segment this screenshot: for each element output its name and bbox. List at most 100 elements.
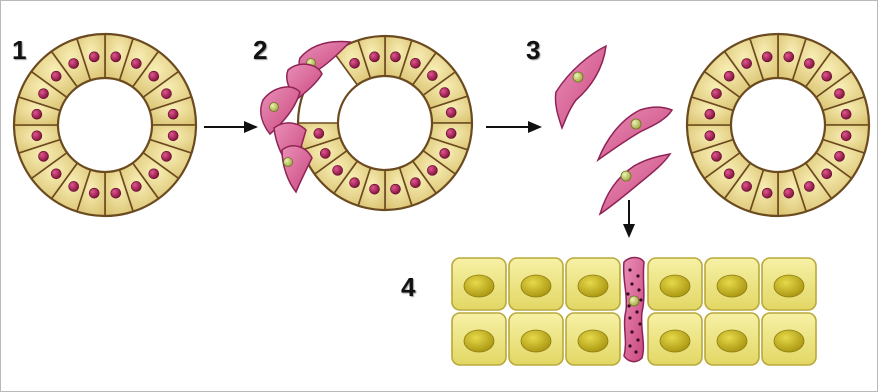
epithelial-nucleus <box>350 58 360 68</box>
epithelial-nucleus <box>804 181 814 191</box>
epithelial-nucleus <box>32 109 42 119</box>
epithelial-nucleus <box>762 52 772 62</box>
invading-mesenchymal-cell <box>624 258 644 362</box>
mesenchymal-cell <box>598 107 672 160</box>
tissue-nucleus <box>774 330 804 352</box>
granule-dot <box>626 292 629 295</box>
granule-dot <box>628 268 631 271</box>
epithelial-nucleus <box>804 59 814 69</box>
epithelial-nucleus <box>724 169 734 179</box>
epithelial-nucleus <box>410 178 420 188</box>
epithelial-ring-step-1 <box>14 34 196 216</box>
down-arrow-icon <box>623 200 635 238</box>
epithelial-nucleus <box>131 181 141 191</box>
tissue-nucleus <box>464 330 494 352</box>
epithelial-nucleus <box>89 52 99 62</box>
tissue-nucleus <box>578 275 608 297</box>
tissue-nucleus <box>660 330 690 352</box>
mesenchymal-nucleus <box>629 296 639 306</box>
tissue-nucleus <box>578 330 608 352</box>
epithelial-nucleus <box>446 128 456 138</box>
granule-dot <box>634 350 637 353</box>
epithelial-nucleus <box>168 131 178 141</box>
epithelial-nucleus <box>149 169 159 179</box>
step-label-4: 4 <box>401 274 415 300</box>
mesenchymal-nucleus <box>621 171 631 181</box>
tissue-nucleus <box>660 275 690 297</box>
mesenchymal-cell <box>555 46 606 128</box>
granule-dot <box>628 344 631 347</box>
tissue-nucleus <box>464 275 494 297</box>
epithelial-nucleus <box>390 52 400 62</box>
mesenchymal-nucleus <box>270 103 279 112</box>
epithelial-nucleus <box>168 109 178 119</box>
epithelial-nucleus <box>51 169 61 179</box>
tissue-nucleus <box>717 275 747 297</box>
epithelial-nucleus <box>161 89 171 99</box>
granule-dot <box>627 304 630 307</box>
epithelial-nucleus <box>111 52 121 62</box>
epithelial-nucleus <box>841 109 851 119</box>
epithelial-nucleus <box>822 169 832 179</box>
epithelial-nucleus <box>370 52 380 62</box>
epithelial-nucleus <box>742 181 752 191</box>
mesenchymal-nucleus <box>631 119 641 129</box>
epithelial-nucleus <box>111 188 121 198</box>
ring-lumen <box>58 78 152 172</box>
epithelial-nucleus <box>834 151 844 161</box>
epithelial-nucleus <box>69 59 79 69</box>
right-arrow-icon <box>486 121 542 133</box>
granule-dot <box>638 322 641 325</box>
ring-lumen <box>338 76 432 170</box>
granule-dot <box>637 288 640 291</box>
epithelial-nucleus <box>712 151 722 161</box>
epithelial-nucleus <box>320 148 330 158</box>
tissue-nucleus <box>521 330 551 352</box>
epithelial-nucleus <box>69 181 79 191</box>
epithelial-nucleus <box>51 71 61 81</box>
granule-dot <box>628 316 631 319</box>
migrating-mesenchymal-cells <box>555 46 672 214</box>
epithelial-nucleus <box>440 148 450 158</box>
right-arrow-icon <box>204 121 258 133</box>
epithelial-nucleus <box>390 184 400 194</box>
epithelial-nucleus <box>784 188 794 198</box>
epithelial-nucleus <box>39 89 49 99</box>
epithelial-nucleus <box>822 71 832 81</box>
granule-dot <box>636 274 639 277</box>
step-label-2: 2 <box>253 37 267 63</box>
epithelial-nucleus <box>39 151 49 161</box>
epithelial-nucleus <box>350 178 360 188</box>
epithelial-nucleus <box>784 52 794 62</box>
granule-dot <box>630 282 633 285</box>
epithelial-nucleus <box>32 131 42 141</box>
epithelial-nucleus <box>705 109 715 119</box>
tissue-nucleus <box>774 275 804 297</box>
epithelial-nucleus <box>427 71 437 81</box>
epithelial-nucleus <box>161 151 171 161</box>
granule-dot <box>630 330 633 333</box>
epithelial-nucleus <box>314 128 324 138</box>
mesenchymal-nucleus <box>573 72 583 82</box>
mesenchymal-nucleus <box>284 158 293 167</box>
granule-dot <box>636 338 639 341</box>
mesenchymal-cell <box>600 154 670 214</box>
epithelial-nucleus <box>370 184 380 194</box>
epithelial-nucleus <box>410 58 420 68</box>
tissue-nucleus <box>521 275 551 297</box>
epithelial-nucleus <box>724 71 734 81</box>
epithelial-nucleus <box>762 188 772 198</box>
tissue-nucleus <box>717 330 747 352</box>
epithelial-nucleus <box>89 188 99 198</box>
epithelial-nucleus <box>149 71 159 81</box>
epithelial-nucleus <box>841 131 851 141</box>
granule-dot <box>639 298 642 301</box>
epithelial-nucleus <box>742 59 752 69</box>
epithelial-ring-step-3 <box>687 34 869 216</box>
step-label-3: 3 <box>526 37 540 63</box>
epithelial-nucleus <box>427 165 437 175</box>
epithelial-nucleus <box>131 59 141 69</box>
epithelial-nucleus <box>333 165 343 175</box>
epithelial-nucleus <box>440 88 450 98</box>
